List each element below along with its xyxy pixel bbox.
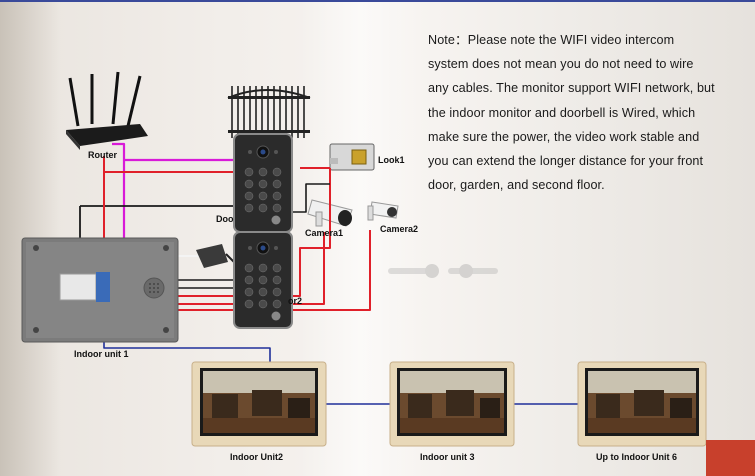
door2-label: or2 xyxy=(288,296,303,306)
corner-accent xyxy=(706,440,755,476)
lock-icon xyxy=(329,143,375,171)
power-adapter-icon xyxy=(196,244,237,268)
note-line: make sure the power, the video work stab… xyxy=(428,129,700,144)
camera1-label: Camera1 xyxy=(305,228,344,238)
note-line: you can extend the longer distance for y… xyxy=(428,154,704,169)
note-line: the indoor monitor and doorbell is Wired… xyxy=(428,105,696,120)
gate-icon xyxy=(227,86,311,138)
router-icon xyxy=(66,71,148,150)
note-text: Note：Please note the WIFI video intercom… xyxy=(428,28,750,197)
note-line: any cables. The monitor support WIFI net… xyxy=(428,81,715,96)
door-station2 xyxy=(233,231,293,329)
door1-label: Doo xyxy=(216,214,234,224)
top-border xyxy=(0,0,755,2)
indoor-unit3-label: Indoor unit 3 xyxy=(420,452,475,462)
indoor-unit6-label: Up to Indoor Unit 6 xyxy=(596,452,677,462)
note-line: Note：Please note the WIFI video intercom xyxy=(428,33,675,47)
indoor-unit3-monitor xyxy=(389,361,515,447)
indoor-unit2-monitor xyxy=(191,361,327,447)
wall-switch-icon xyxy=(388,264,498,278)
note-line: system does not mean you do not need to … xyxy=(428,57,694,72)
camera2-label: Camera2 xyxy=(380,224,419,234)
note-line: door, garden, and second floor. xyxy=(428,178,605,193)
indoor-unit2-label: Indoor Unit2 xyxy=(230,452,283,462)
indoor-unit1-label: Indoor unit 1 xyxy=(74,349,129,359)
indoor-unit1-monitor xyxy=(21,237,179,343)
door-station1 xyxy=(233,133,293,233)
lock-label: Look1 xyxy=(378,155,405,165)
camera2-icon xyxy=(367,201,399,221)
router-label: Router xyxy=(88,150,117,160)
indoor-unit6-monitor xyxy=(577,361,707,447)
